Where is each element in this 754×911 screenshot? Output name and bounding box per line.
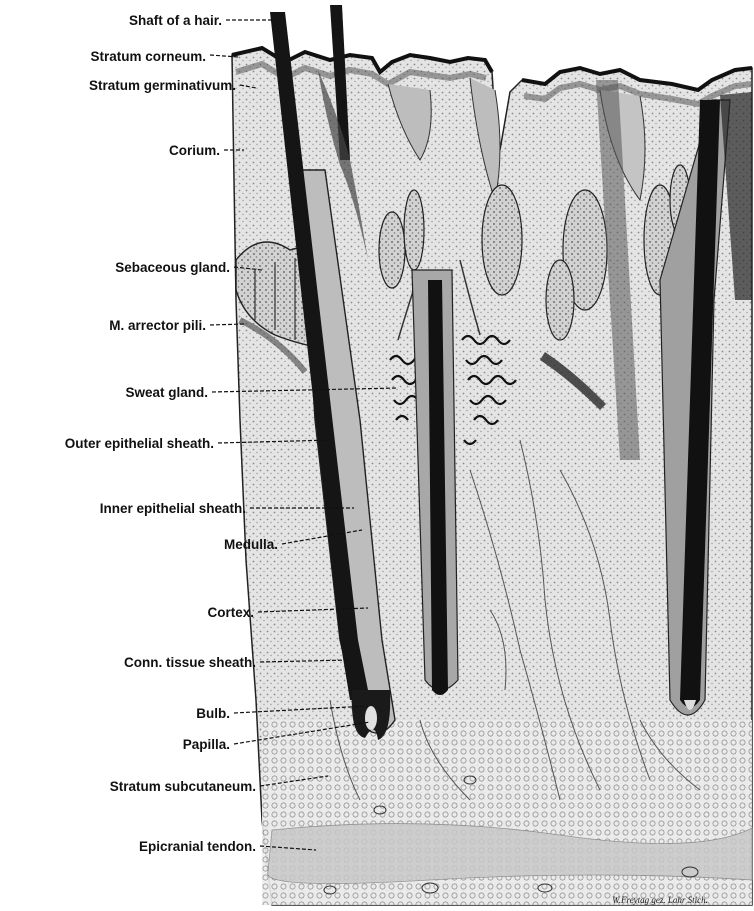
label-sweat-gland: Sweat gland. bbox=[125, 385, 208, 400]
tissue-section bbox=[232, 5, 752, 905]
label-shaft-of-a-hair: Shaft of a hair. bbox=[129, 13, 222, 28]
label-epicranial-tendon: Epicranial tendon. bbox=[139, 839, 256, 854]
label-medulla: Medulla. bbox=[224, 537, 278, 552]
label-stratum-germinativum: Stratum germinativum. bbox=[89, 78, 236, 93]
label-stratum-subcutaneum: Stratum subcutaneum. bbox=[110, 779, 256, 794]
label-stratum-corneum: Stratum corneum. bbox=[90, 49, 206, 64]
label-conn-tissue-sheath: Conn. tissue sheath. bbox=[124, 655, 256, 670]
label-outer-epithelial-sheath: Outer epithelial sheath. bbox=[65, 436, 214, 451]
label-bulb: Bulb. bbox=[196, 706, 230, 721]
label-papilla: Papilla. bbox=[183, 737, 230, 752]
label-cortex: Cortex. bbox=[207, 605, 254, 620]
label-sebaceous-gland: Sebaceous gland. bbox=[115, 260, 230, 275]
label-corium: Corium. bbox=[169, 143, 220, 158]
label-arrector-pili: M. arrector pili. bbox=[109, 318, 206, 333]
engraver-signature: W.Freytag gez. Lahr Stich. bbox=[612, 895, 708, 905]
papilla bbox=[365, 706, 377, 730]
label-inner-epithelial-sheath: Inner epithelial sheath. bbox=[100, 501, 246, 516]
